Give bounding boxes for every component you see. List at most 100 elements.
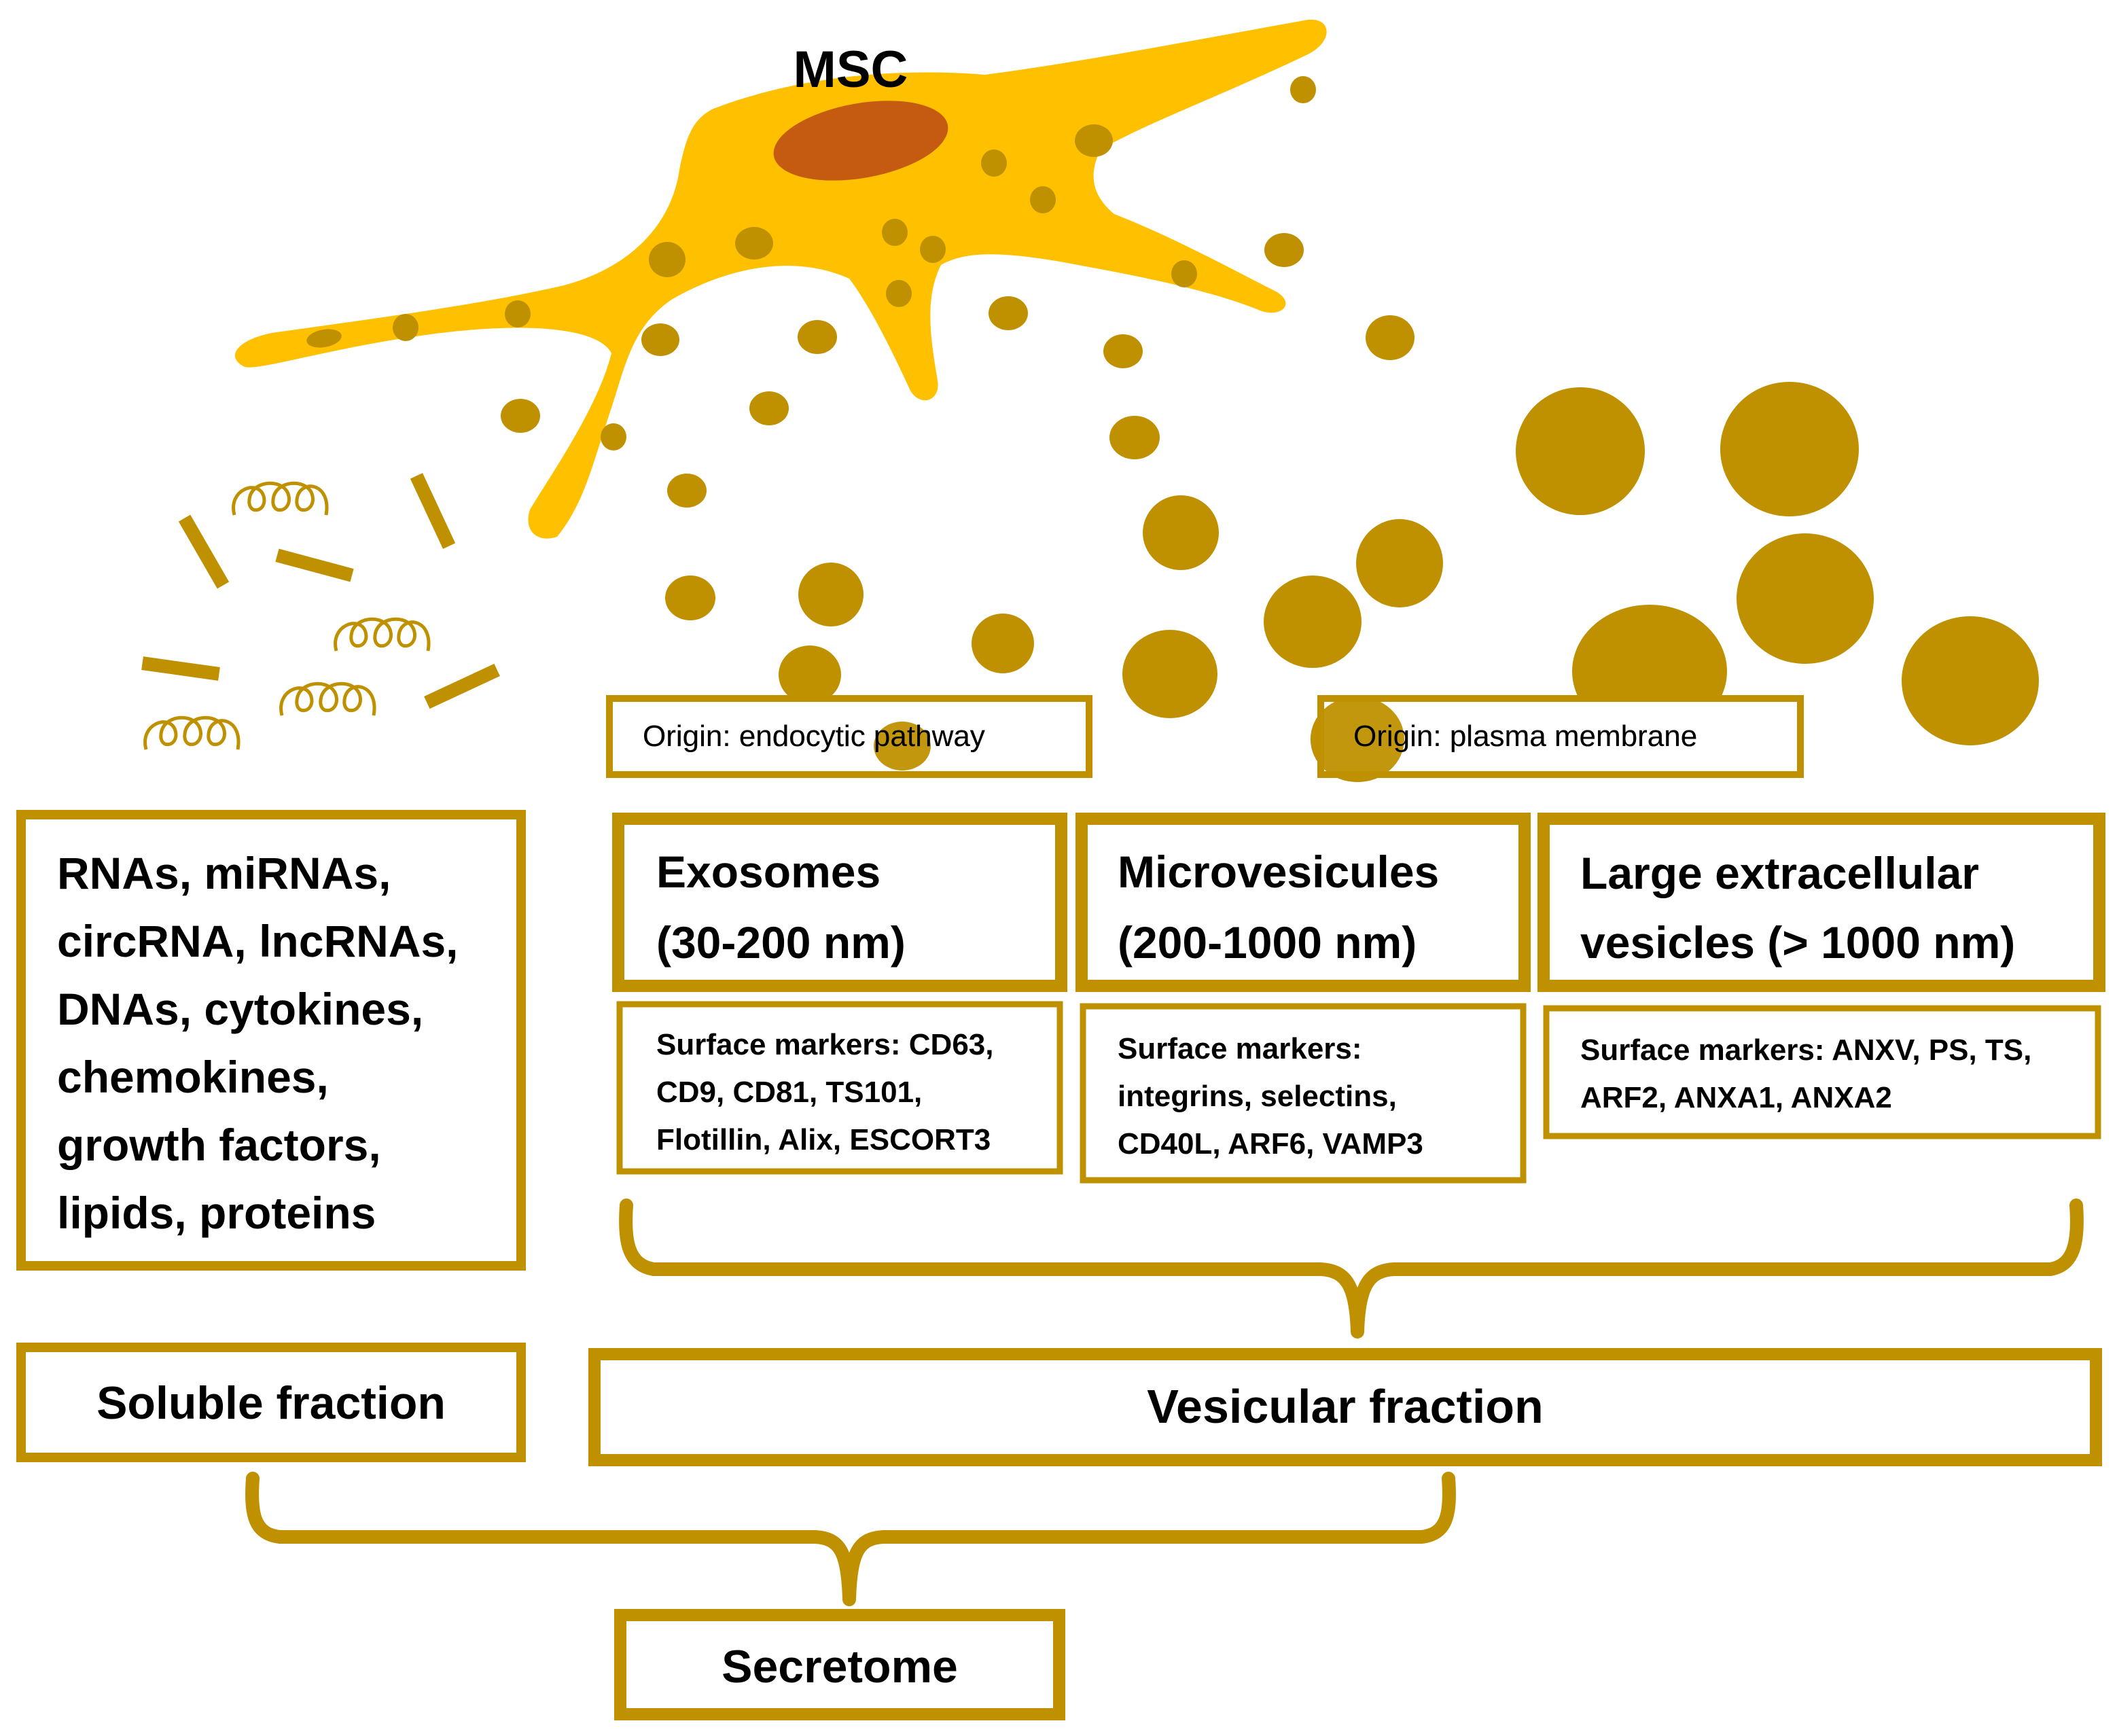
granule bbox=[649, 242, 686, 277]
dna-fragments bbox=[141, 473, 500, 709]
large-ev-name: Large extracellular bbox=[1580, 848, 1979, 898]
exosomes-markers-line-2: CD9, CD81, TS101, bbox=[656, 1076, 922, 1109]
granule bbox=[981, 149, 1007, 177]
exosomes-markers-frame bbox=[616, 1001, 1063, 1175]
granule bbox=[1171, 260, 1197, 287]
large-ev-size: vesicles (> 1000 nm) bbox=[1580, 917, 2015, 968]
granule bbox=[306, 329, 342, 348]
cell-granules bbox=[306, 76, 1316, 450]
large-ev-markers-line-2: ARF2, ANXA1, ANXA2 bbox=[1580, 1081, 1892, 1114]
small-vesicle bbox=[501, 399, 540, 433]
secretome-box: Secretome bbox=[614, 1609, 1065, 1720]
small-vesicle bbox=[874, 722, 931, 770]
medium-vesicle bbox=[1264, 575, 1362, 668]
large-ev-title-frame bbox=[1537, 813, 2105, 992]
soluble-fraction-label: Soluble fraction bbox=[96, 1377, 446, 1429]
small-vesicle bbox=[1109, 416, 1160, 459]
microvesicles-name: Microvesicules bbox=[1118, 847, 1439, 897]
msc-cell-body bbox=[234, 19, 1327, 539]
origin-plasma-text-overlay: Origin: plasma membrane bbox=[1353, 720, 1697, 753]
granule bbox=[1030, 186, 1056, 213]
medium-vesicle bbox=[1356, 519, 1443, 607]
granule bbox=[601, 423, 626, 450]
msc-label: MSC bbox=[794, 41, 908, 99]
dna-fragment bbox=[275, 548, 354, 582]
small-vesicle bbox=[665, 575, 715, 620]
secretome-brace bbox=[245, 1472, 1456, 1606]
soluble-line-3: DNAs, cytokines, bbox=[57, 984, 423, 1034]
small-vesicle bbox=[1366, 315, 1415, 360]
large-vesicle bbox=[1516, 387, 1645, 515]
vesicular-fraction-label: Vesicular fraction bbox=[1147, 1380, 1544, 1433]
small-vesicle bbox=[667, 474, 707, 508]
granule bbox=[1075, 124, 1113, 157]
soluble-contents-frame bbox=[16, 810, 526, 1271]
medium-vesicle bbox=[1143, 495, 1219, 570]
small-vesicle bbox=[798, 320, 837, 354]
granule bbox=[641, 323, 679, 356]
soluble-line-4: chemokines, bbox=[57, 1052, 329, 1102]
soluble-fraction-frame bbox=[16, 1343, 526, 1462]
medium-vesicle bbox=[972, 614, 1034, 673]
large-ev-card: Large extracellular vesicles (> 1000 nm)… bbox=[1537, 813, 2105, 1139]
microvesicles-markers-frame bbox=[1080, 1003, 1527, 1184]
granule bbox=[735, 227, 773, 260]
small-vesicle bbox=[1264, 233, 1304, 267]
soluble-line-2: circRNA, lncRNAs, bbox=[57, 916, 459, 966]
large-vesicle bbox=[1902, 616, 2039, 745]
granule bbox=[886, 280, 912, 307]
dna-fragment bbox=[178, 514, 230, 589]
large-vesicle bbox=[1720, 382, 1859, 516]
large-ev-markers-line-1: Surface markers: ANXV, PS, TS, bbox=[1580, 1033, 2031, 1067]
small-vesicle bbox=[1103, 334, 1143, 368]
dna-fragment bbox=[141, 656, 220, 681]
microvesicles-card: Microvesicules (200-1000 nm) Surface mar… bbox=[1075, 813, 1531, 1184]
vesicular-fraction-frame bbox=[588, 1348, 2102, 1466]
dna-fragment bbox=[410, 473, 456, 549]
exosomes-size: (30-200 nm) bbox=[656, 917, 906, 968]
rna-spiral bbox=[143, 715, 241, 750]
exosomes-title-frame bbox=[612, 813, 1067, 992]
granule bbox=[882, 219, 908, 246]
large-vesicle bbox=[1737, 533, 1874, 664]
rna-spiral bbox=[279, 681, 376, 716]
medium-vesicle bbox=[798, 563, 864, 626]
microvesicles-markers-line-3: CD40L, ARF6, VAMP3 bbox=[1118, 1127, 1423, 1161]
microvesicles-size: (200-1000 nm) bbox=[1118, 917, 1417, 968]
exosomes-markers-line-3: Flotillin, Alix, ESCORT3 bbox=[656, 1123, 991, 1156]
soluble-fraction-box: Soluble fraction bbox=[16, 1343, 526, 1462]
exosomes-name: Exosomes bbox=[656, 847, 880, 897]
microvesicles-title-frame bbox=[1075, 813, 1531, 992]
granule bbox=[505, 300, 531, 327]
soluble-line-1: RNAs, miRNAs, bbox=[57, 848, 391, 898]
soluble-molecules bbox=[141, 473, 500, 750]
medium-vesicle bbox=[779, 645, 841, 704]
soluble-contents-box: RNAs, miRNAs, circRNA, lncRNAs, DNAs, cy… bbox=[16, 810, 526, 1271]
origin-endocytic-box: Origin: endocytic pathway bbox=[606, 695, 1092, 778]
msc-nucleus bbox=[773, 101, 948, 181]
large-ev-markers-frame bbox=[1543, 1005, 2101, 1139]
soluble-line-6: lipids, proteins bbox=[57, 1188, 376, 1238]
origin-endocytic-text-overlay: Origin: endocytic pathway bbox=[643, 720, 985, 753]
microvesicles-markers-line-1: Surface markers: bbox=[1118, 1032, 1362, 1065]
small-vesicle bbox=[749, 391, 789, 425]
secretome-label: Secretome bbox=[722, 1641, 958, 1693]
granule bbox=[920, 236, 946, 263]
rna-molecules bbox=[143, 481, 431, 750]
exosomes-card: Exosomes (30-200 nm) Surface markers: CD… bbox=[612, 813, 1067, 1175]
medium-vesicle bbox=[1122, 630, 1217, 718]
granule bbox=[1290, 76, 1316, 103]
vesicular-brace bbox=[619, 1199, 2084, 1339]
vesicular-fraction-box: Vesicular fraction bbox=[588, 1348, 2102, 1466]
medium-vesicle bbox=[1311, 696, 1404, 782]
small-vesicle bbox=[989, 296, 1028, 330]
rna-spiral bbox=[232, 481, 329, 516]
origin-endocytic-frame bbox=[606, 695, 1092, 778]
soluble-line-5: growth factors, bbox=[57, 1120, 381, 1170]
secretome-frame bbox=[614, 1609, 1065, 1720]
origin-plasma-text: Origin: plasma membrane bbox=[1353, 720, 1697, 753]
rna-spiral bbox=[334, 617, 431, 652]
microvesicles-markers-line-2: integrins, selectins, bbox=[1118, 1080, 1397, 1113]
vesicles bbox=[501, 233, 2039, 782]
granule bbox=[393, 314, 419, 341]
